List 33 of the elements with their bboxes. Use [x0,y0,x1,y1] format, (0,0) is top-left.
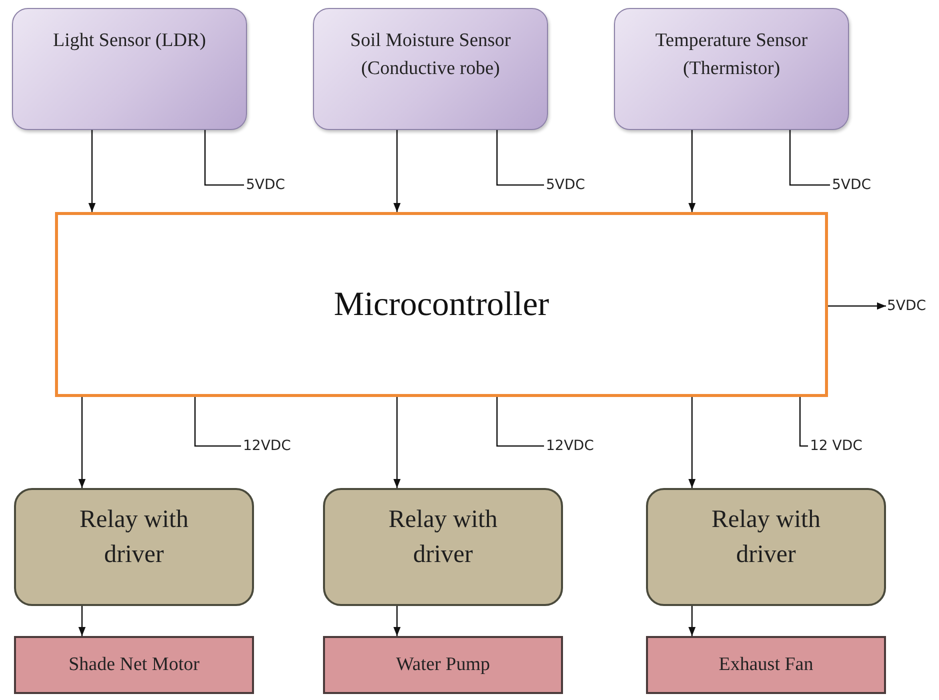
microcontroller-box: Microcontroller [55,212,828,397]
output-box: Exhaust Fan [646,636,886,694]
arrow [78,606,86,636]
sensor-box: Soil Moisture Sensor (Conductive robe) [313,8,548,130]
voltage-label: 5VDC [546,175,598,195]
relay-box: Relay with driver [646,488,886,606]
output-box: Water Pump [323,636,563,694]
voltage-label: 5VDC [887,296,939,316]
output-box: Shade Net Motor [14,636,254,694]
leader-line [789,130,830,186]
leader-line [204,130,244,186]
arrow [828,302,886,310]
leader-line [496,397,544,447]
voltage-label: 5VDC [246,175,298,195]
arrow [88,130,96,212]
relay-box: Relay with driver [14,488,254,606]
relay-box: Relay with driver [323,488,563,606]
leader-line [799,397,808,447]
arrow [393,130,401,212]
arrow [688,130,696,212]
arrow [393,397,401,488]
leader-line [496,130,544,186]
sensor-box: Temperature Sensor (Thermistor) [614,8,849,130]
leader-line [194,397,241,447]
voltage-label: 12VDC [546,436,606,456]
arrow [393,606,401,636]
arrow [688,606,696,636]
voltage-label: 5VDC [832,175,884,195]
arrow [78,397,86,488]
voltage-label: 12VDC [243,436,303,456]
sensor-box: Light Sensor (LDR) [12,8,247,130]
voltage-label: 12 VDC [810,436,880,456]
arrow [688,397,696,488]
